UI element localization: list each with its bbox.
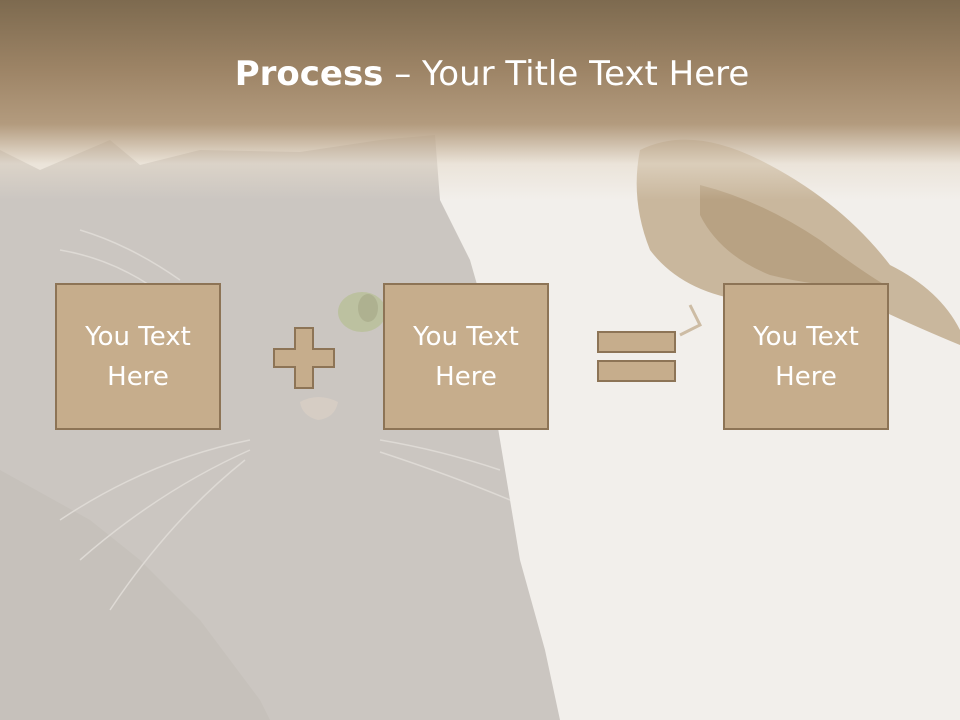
title-header — [0, 0, 960, 200]
cat-nose — [300, 397, 338, 420]
title-text: – Your Title Text Here — [383, 54, 750, 94]
process-box-3: You Text Here — [723, 283, 889, 430]
black-cat-photo — [0, 135, 560, 720]
process-box-1-text: You Text Here — [85, 321, 191, 392]
cat-whiskers — [59, 229, 511, 611]
process-box-2: You Text Here — [383, 283, 549, 430]
slide-title: Process – Your Title Text Here — [0, 52, 960, 96]
equals-icon — [597, 331, 676, 382]
process-box-1: You Text Here — [55, 283, 221, 430]
plus-icon — [273, 327, 335, 389]
process-box-3-text: You Text Here — [753, 321, 859, 392]
title-bold: Process — [234, 54, 384, 94]
process-box-2-text: You Text Here — [413, 321, 519, 392]
